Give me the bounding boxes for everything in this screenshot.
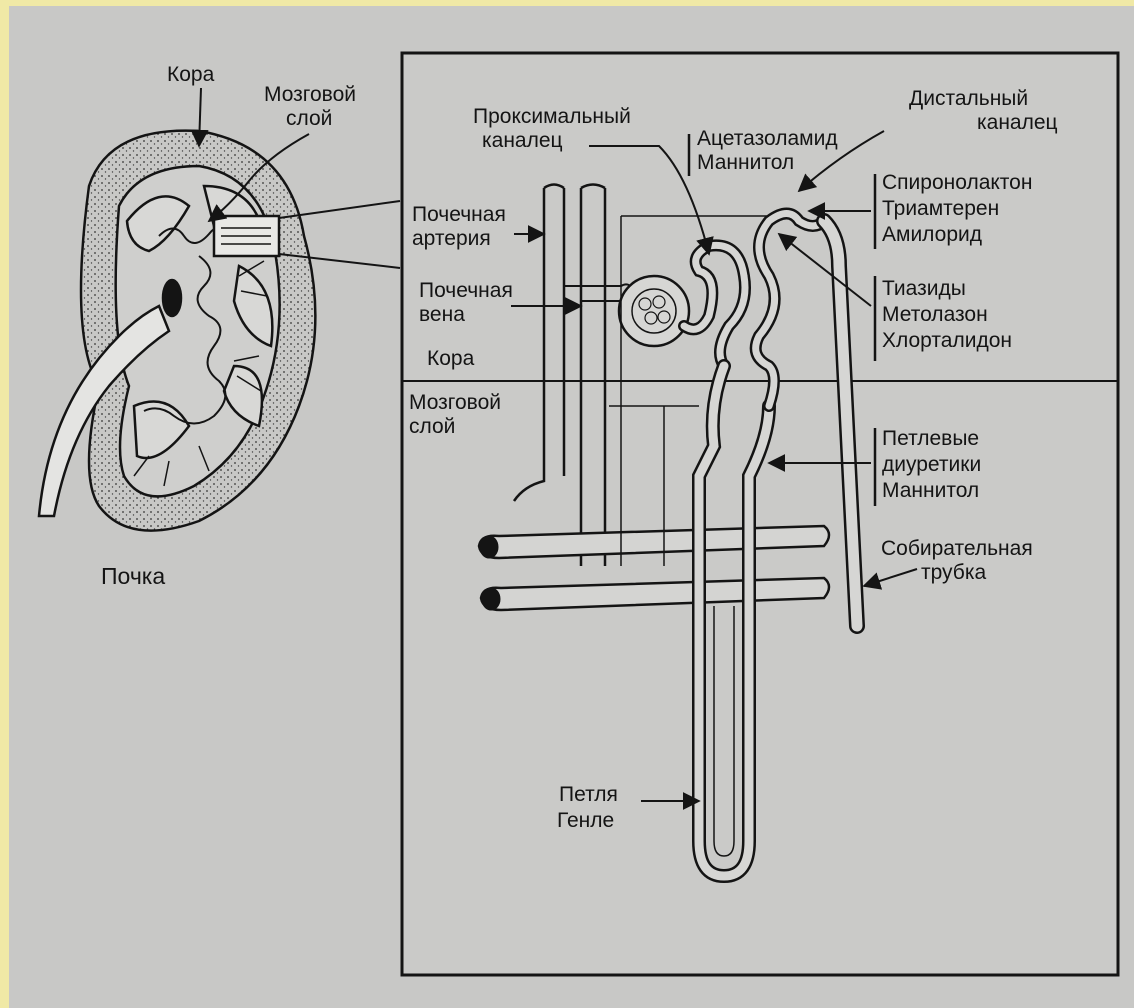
loop-of-henle-label-line1: Петля (559, 782, 618, 807)
loop-diuretics-line1: Петлевые (882, 426, 979, 451)
kidney-cortex-label: Кора (167, 62, 214, 87)
proximal-tubule-label-line1: Проксимальный (473, 104, 631, 129)
distal-tubule-label-line1: Дистальный (909, 86, 1028, 111)
proximal-drugs-line1: Ацетазоламид (697, 126, 838, 151)
potassium-sparing-line1: Спиронолактон (882, 170, 1032, 195)
loop-of-henle-label-line2: Генле (557, 808, 614, 833)
kidney-cross-section (39, 131, 315, 531)
proximal-tubule-label-line2: каналец (482, 128, 563, 153)
medulla-zone-label-line1: Мозговой (409, 390, 501, 415)
renal-artery-label-line2: артерия (412, 226, 491, 251)
cortex-zone-label: Кора (427, 346, 474, 371)
thiazides-line3: Хлорталидон (882, 328, 1012, 353)
thiazides-line2: Метолазон (882, 302, 988, 327)
renal-vein-label-line2: вена (419, 302, 465, 327)
renal-artery-label-line1: Почечная (412, 202, 506, 227)
kidney-title: Почка (101, 564, 165, 589)
distal-tubule-label-line2: каналец (977, 110, 1058, 135)
renal-vein-label-line1: Почечная (419, 278, 513, 303)
potassium-sparing-line2: Триамтерен (882, 196, 999, 221)
proximal-drugs-line2: Маннитол (697, 150, 794, 175)
kidney-medulla-label-line2: слой (286, 106, 332, 131)
potassium-sparing-line3: Амилорид (882, 222, 982, 247)
diagram-figure: Кора Мозговой слой Почка Почечная артери… (9, 6, 1134, 1008)
medulla-zone-label-line2: слой (409, 414, 455, 439)
loop-diuretics-line2: диуретики (882, 452, 981, 477)
collecting-duct-label-line2: трубка (921, 560, 986, 585)
diagram-drawing (9, 6, 1134, 1008)
glomerulus (619, 276, 689, 346)
thiazides-line1: Тиазиды (882, 276, 966, 301)
loop-diuretics-line3: Маннитол (882, 478, 979, 503)
collecting-duct-label-line1: Собирательная (881, 536, 1033, 561)
kidney-medulla-label-line1: Мозговой (264, 82, 356, 107)
